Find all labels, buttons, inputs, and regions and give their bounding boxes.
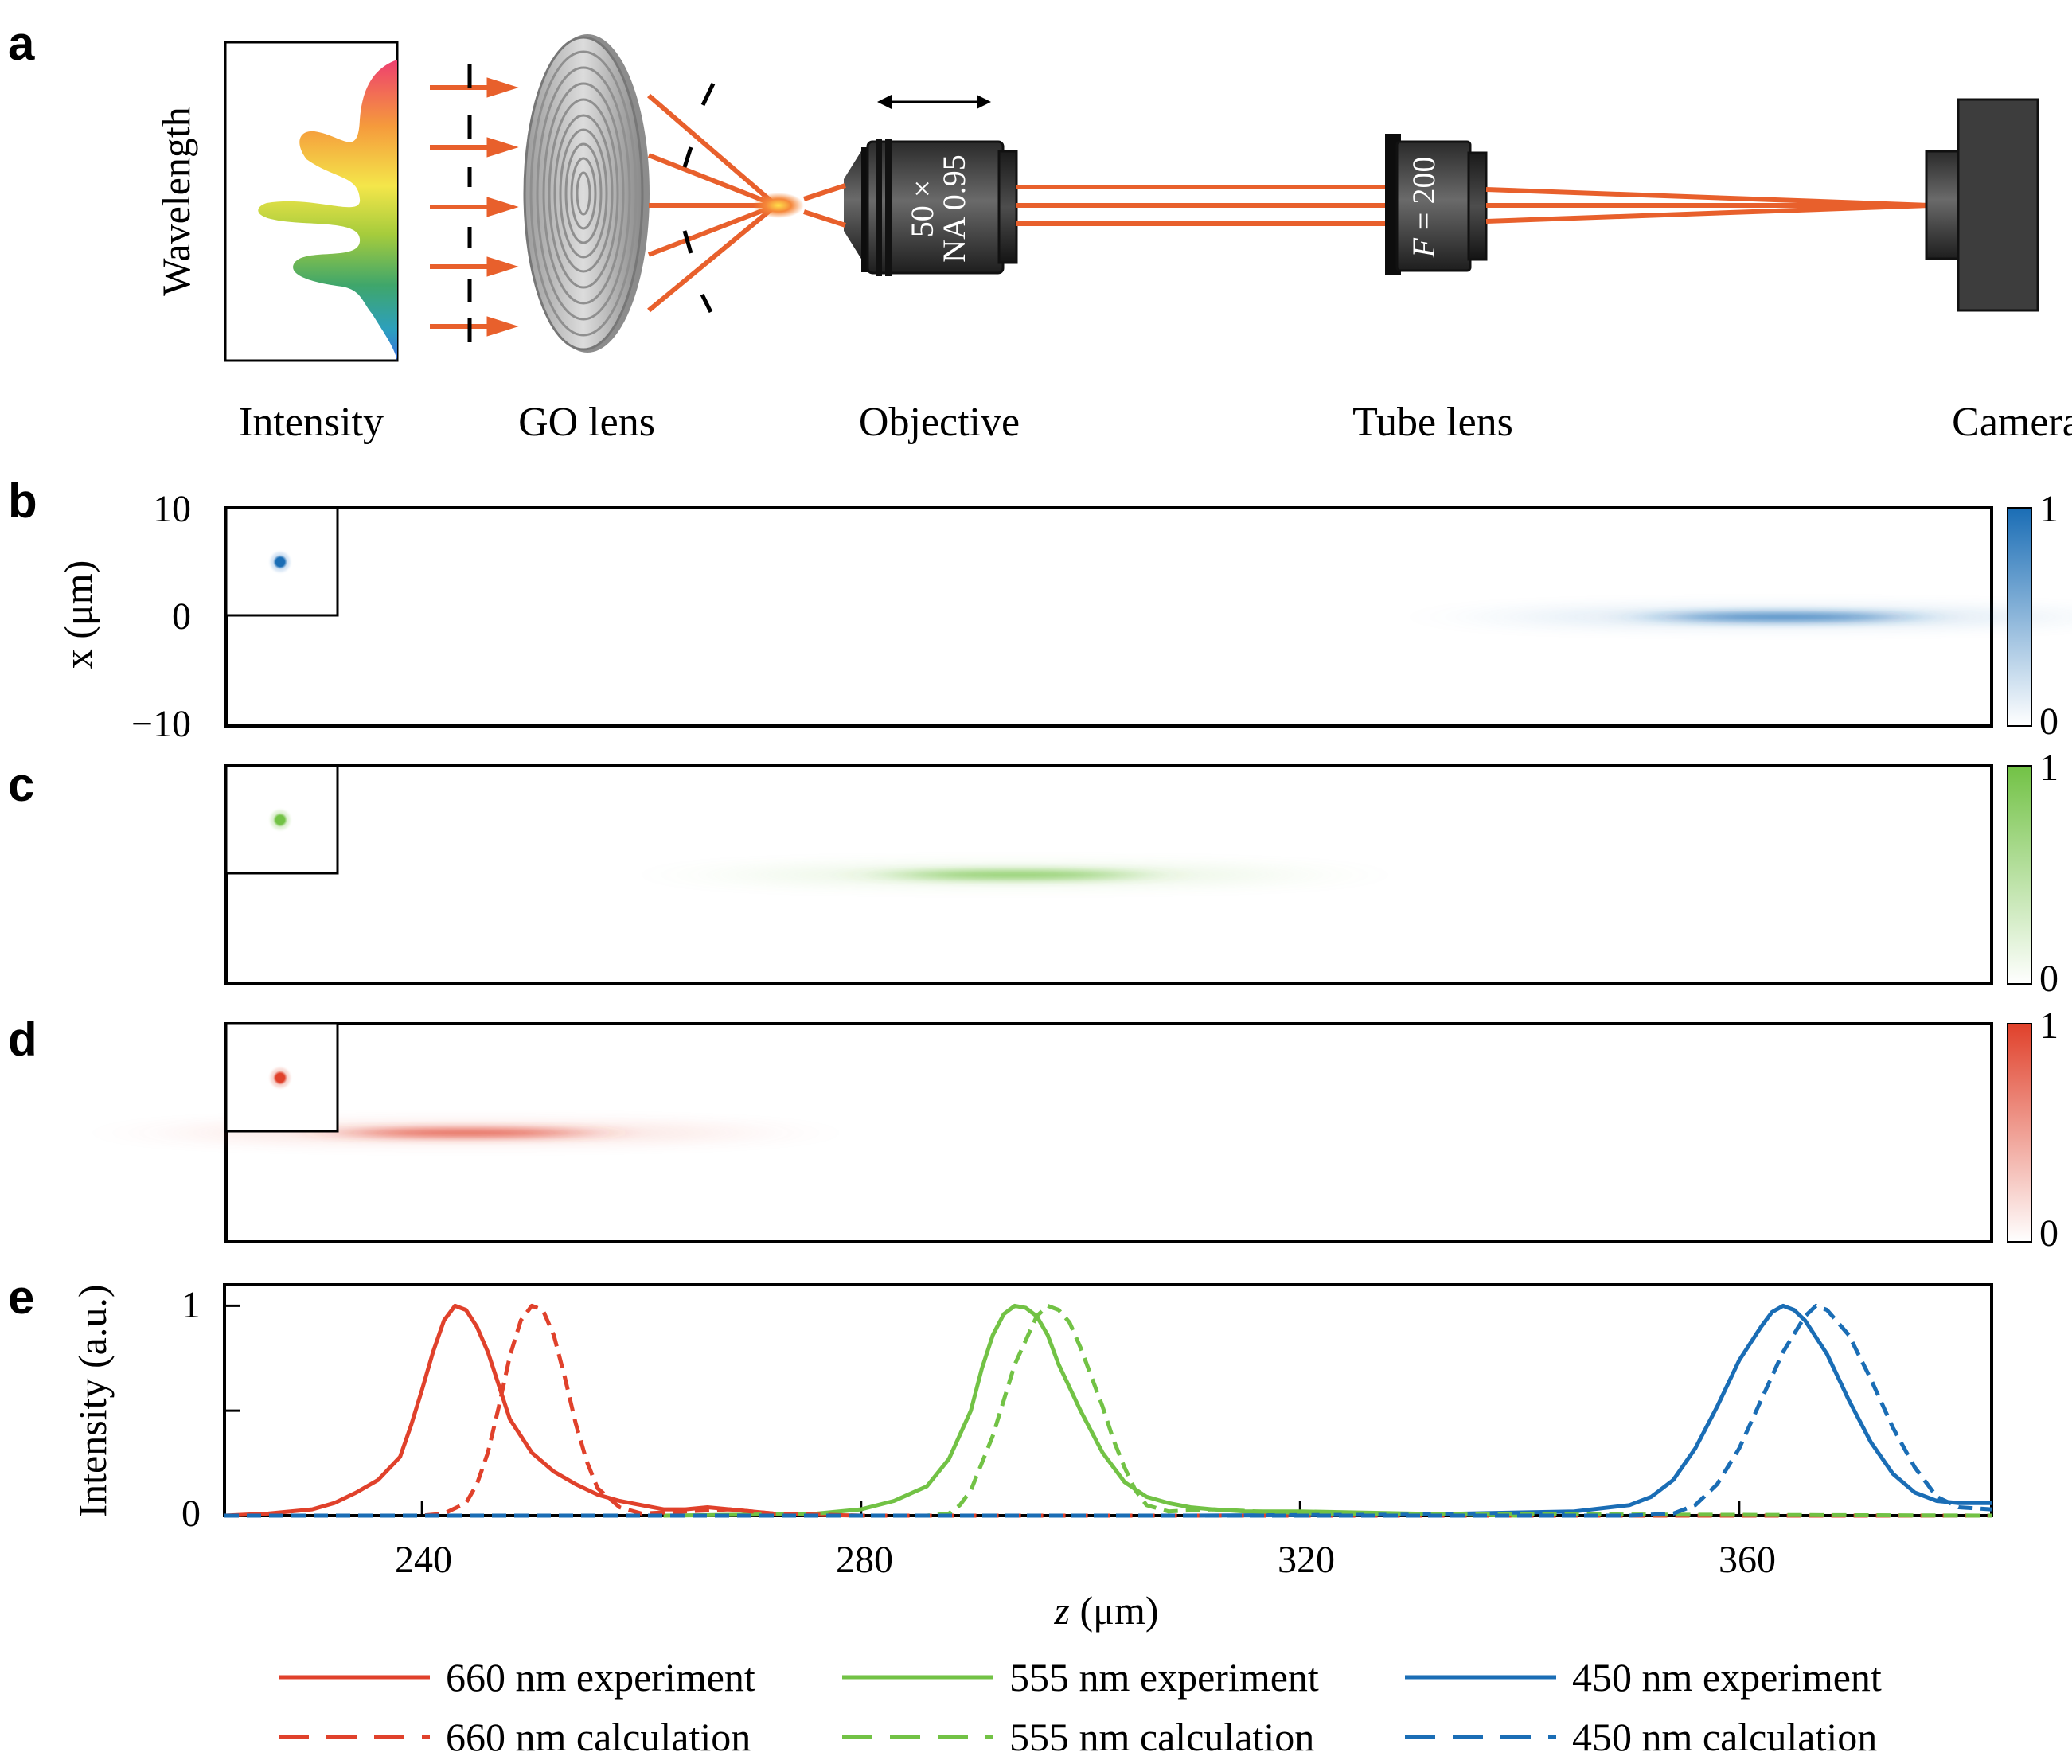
objective: 50 × NA 0.95 Objective: [803, 95, 1020, 445]
tube-lens-label: Tube lens: [1352, 400, 1513, 445]
incident-arrows: [430, 77, 519, 337]
series-line-660-nm-calculation: [224, 1303, 1992, 1518]
go-lens-label: GO lens: [518, 400, 655, 445]
intensity-maps: b c d x (μm) 10 0 −10 1 0 1 0: [8, 474, 2070, 1255]
chart-xlabel: z (μm): [1054, 1588, 1159, 1633]
wavelength-axis-label: Wavelength: [154, 107, 198, 296]
objective-mag: 50 ×: [904, 180, 940, 238]
tube-lens-f-value: = 200: [1406, 157, 1442, 239]
colorbar-660nm: [2007, 1023, 2032, 1243]
schematic: a Wavelength Intensity: [8, 17, 2072, 445]
map-ytick-top: 10: [153, 488, 191, 530]
xtick-360: 360: [1719, 1539, 1776, 1581]
colorbar-min-660nm: 0: [2039, 1212, 2058, 1255]
spectrum-box: Wavelength Intensity: [154, 41, 399, 445]
legend-555-calc: 555 nm calculation: [1009, 1715, 1314, 1759]
xlabel-symbol: z: [1054, 1588, 1070, 1633]
map-ylabel: x (μm): [56, 560, 100, 669]
streak-core: [346, 1129, 586, 1137]
chart-lines: [224, 1303, 1992, 1518]
xtick-240: 240: [395, 1539, 452, 1581]
series-line-450-nm-experiment: [1190, 1303, 1992, 1518]
map-450nm: 1 0: [224, 488, 2070, 743]
streak-core: [1664, 613, 1903, 621]
panel-label-d: d: [8, 1013, 37, 1066]
legend-660-exp: 660 nm experiment: [446, 1655, 755, 1700]
ytick-0: 0: [181, 1493, 201, 1535]
objective-label: Objective: [859, 400, 1020, 445]
inset-spot-450nm: [267, 549, 293, 575]
tube-lens-focal: F = 200: [1406, 157, 1442, 259]
focal-streak-555nm: [728, 867, 1301, 883]
map-ytick-mid: 0: [172, 595, 191, 638]
series-line-660-nm-experiment: [224, 1303, 861, 1518]
go-lens: GO lens: [518, 34, 655, 445]
colorbar-max-555nm: 1: [2039, 747, 2058, 789]
camera-label: Camera: [1952, 400, 2072, 445]
xlabel-unit: (μm): [1070, 1588, 1159, 1633]
objective-na: NA 0.95: [936, 154, 972, 263]
map-660nm: 1 0: [179, 1005, 2058, 1255]
streak-core: [895, 871, 1134, 879]
legend-450-exp: 450 nm experiment: [1572, 1655, 1882, 1700]
legend-450-calc: 450 nm calculation: [1572, 1715, 1877, 1759]
panel-label-e: e: [8, 1270, 34, 1324]
focal-streak-450nm: [1496, 609, 2070, 625]
converging-wavefront: [682, 82, 716, 314]
chart-ylabel: Intensity (a.u.): [70, 1285, 115, 1518]
inset-spot-555nm: [267, 807, 293, 833]
series-line-555-nm-calculation: [224, 1303, 1992, 1518]
line-chart: e 1 0 240 280 320 360 Intensity (a.u.) z…: [8, 1270, 1993, 1759]
xtick-320: 320: [1278, 1539, 1335, 1581]
map-ytick-bot: −10: [131, 703, 191, 745]
imaging-beams: [1485, 187, 1931, 224]
xtick-280: 280: [836, 1539, 893, 1581]
inset-spot-660nm: [267, 1065, 293, 1091]
colorbar-max-660nm: 1: [2039, 1005, 2058, 1047]
intensity-label: Intensity: [239, 400, 384, 445]
panel-label-a: a: [8, 17, 35, 70]
panel-label-c: c: [8, 758, 34, 811]
legend: 660 nm experiment 555 nm experiment 450 …: [279, 1655, 1882, 1759]
spectrum-curve: [258, 60, 397, 361]
plot-frame: [223, 1283, 1993, 1517]
panel-label-b: b: [8, 474, 37, 528]
focusing-rays: [647, 93, 778, 313]
camera: Camera: [1925, 98, 2072, 445]
colorbar-min-450nm: 0: [2039, 701, 2058, 743]
focal-spot: [753, 193, 804, 218]
tube-lens-f-symbol: F: [1406, 238, 1442, 259]
colorbar-max-450nm: 1: [2039, 488, 2058, 530]
series-line-450-nm-calculation: [224, 1303, 1992, 1518]
map-555nm: 1 0: [224, 747, 2058, 1000]
colorbar-min-555nm: 0: [2039, 958, 2058, 1000]
ytick-1: 1: [181, 1284, 201, 1326]
legend-660-calc: 660 nm calculation: [446, 1715, 751, 1759]
collimated-beams: [1016, 185, 1385, 226]
legend-555-exp: 555 nm experiment: [1009, 1655, 1319, 1700]
colorbar-555nm: [2007, 765, 2032, 985]
tube-lens: F = 200 Tube lens: [1352, 134, 1513, 445]
colorbar-450nm: [2007, 507, 2032, 727]
